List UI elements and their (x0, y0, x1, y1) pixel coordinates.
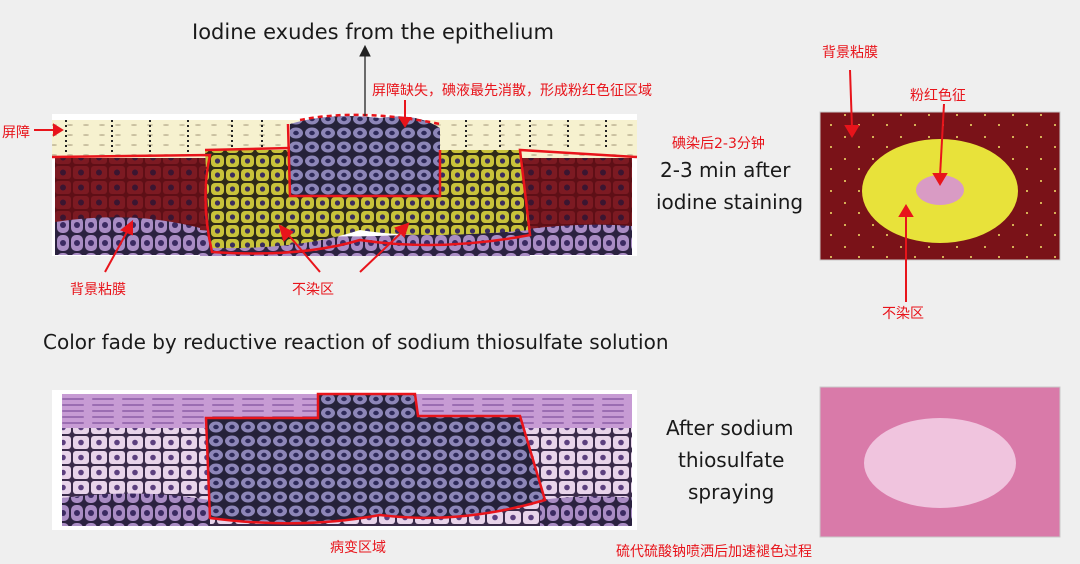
time-en-line1: 2-3 min after (660, 158, 791, 182)
defect-cells (290, 116, 440, 195)
middle-heading: Color fade by reductive reaction of sodi… (43, 330, 669, 354)
time-en-line2: iodine staining (656, 190, 804, 214)
background-mucosa-label: 背景粘膜 (70, 282, 126, 298)
bottom-lesion-outline (204, 392, 547, 525)
top-right-endoscopic-view (819, 111, 1061, 261)
right-unstained-label: 不染区 (882, 306, 924, 322)
bottom-basal-layer (62, 493, 210, 526)
barrier-defect-label: 屏障缺失，碘液最先消散，形成粉红色征区域 (372, 83, 652, 99)
annotation-arrows-right (844, 69, 948, 302)
thiosulfate-caption: 硫代硫酸钠喷洒后加速褪色过程 (616, 544, 812, 560)
lesion-area-label: 病变区域 (330, 540, 386, 556)
basal-layer (55, 217, 200, 255)
top-tissue-diagram (51, 113, 638, 256)
bottom-tissue-diagram (52, 390, 637, 530)
right-background-mucosa-label: 背景粘膜 (822, 45, 878, 61)
pink-sign-label: 粉红色征 (910, 88, 966, 104)
after-line1: After sodium (666, 416, 794, 440)
after-line3: spraying (688, 480, 775, 504)
pink-sign-ellipse (916, 175, 964, 205)
faded-lesion-ellipse (864, 418, 1016, 508)
after-line2: thiosulfate (678, 448, 785, 472)
barrier-label: 屏障 (2, 125, 30, 141)
unstained-label: 不染区 (292, 282, 334, 298)
annotation-arrows-top (34, 100, 412, 273)
bottom-right-endoscopic-view (819, 386, 1061, 538)
lesion-outline (51, 123, 638, 255)
time-cn-label: 碘染后2-3分钟 (672, 136, 765, 152)
unstained-region (205, 150, 530, 249)
exude-arrow (359, 44, 371, 116)
top-title: Iodine exudes from the epithelium (192, 20, 554, 44)
bottom-lesion-cells (206, 394, 545, 524)
